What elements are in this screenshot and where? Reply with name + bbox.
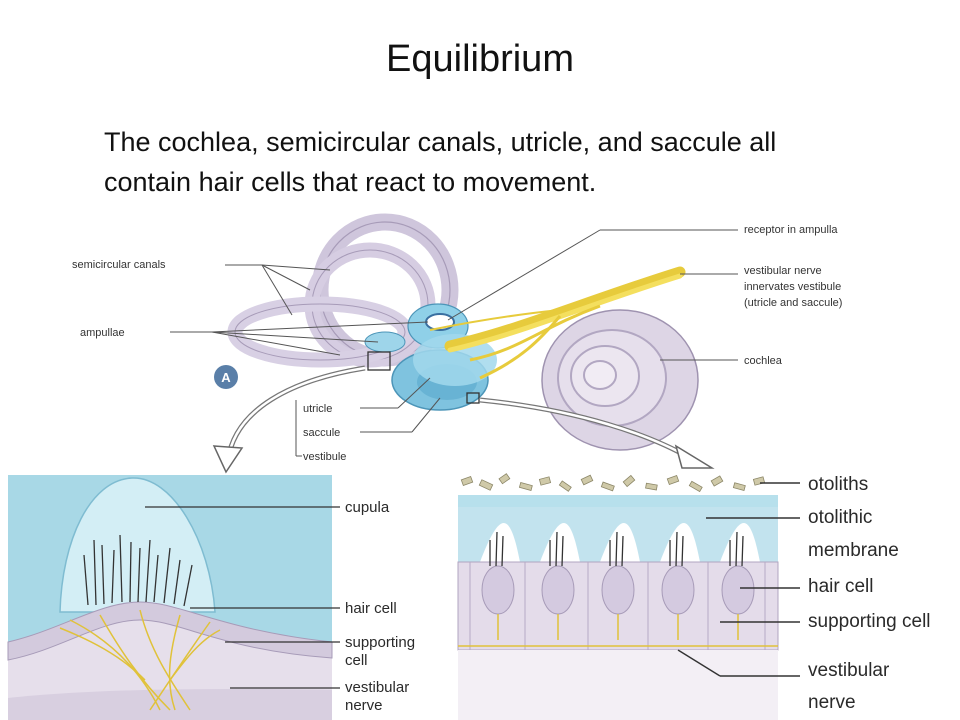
slide-body-text: The cochlea, semicircular canals, utricl…	[104, 122, 904, 202]
right-label-hair-cell: hair cell	[808, 576, 873, 597]
top-leader-lines	[170, 229, 738, 457]
label-utricle: utricle	[303, 403, 332, 415]
right-label-otoliths: otoliths	[808, 474, 868, 495]
zoom-arrows	[212, 365, 715, 474]
label-semicircular-canals: semicircular canals	[72, 259, 166, 271]
inner-ear-figure: A semicircular canals ampullae receptor …	[7, 213, 931, 720]
left-label-supporting-1: supporting	[345, 634, 415, 651]
label-vestibule: vestibule	[303, 451, 346, 463]
cupula-panel	[7, 475, 333, 720]
label-cochlea: cochlea	[744, 355, 783, 367]
label-vestibular-nerve-2: innervates vestibule	[744, 281, 841, 293]
left-label-cupula: cupula	[345, 499, 390, 516]
label-vestibular-nerve-3: (utricle and saccule)	[744, 297, 842, 309]
slide-title: Equilibrium	[386, 38, 574, 80]
label-saccule: saccule	[303, 427, 340, 439]
right-leader-lines	[677, 482, 800, 677]
left-label-vestibular-2: nerve	[345, 697, 383, 714]
right-label-otolithic-2: membrane	[808, 540, 899, 561]
left-label-hair-cell: hair cell	[345, 600, 397, 617]
right-label-vestibular-1: vestibular	[808, 660, 890, 681]
body-line-2: contain hair cells that react to movemen…	[104, 167, 597, 197]
otolith-panel	[457, 472, 779, 720]
body-line-1: The cochlea, semicircular canals, utricl…	[104, 127, 777, 157]
left-leader-lines	[145, 506, 340, 689]
label-ampullae: ampullae	[80, 327, 125, 339]
labyrinth-illustration: A	[214, 213, 699, 451]
right-label-supporting-cell: supporting cell	[808, 611, 931, 632]
label-receptor-in-ampulla: receptor in ampulla	[744, 224, 838, 236]
left-label-supporting-2: cell	[345, 652, 368, 669]
panel-letter: A	[221, 370, 231, 385]
label-vestibular-nerve-1: vestibular nerve	[744, 265, 822, 277]
right-label-vestibular-2: nerve	[808, 692, 856, 713]
right-label-otolithic-1: otolithic	[808, 507, 872, 528]
left-label-vestibular-1: vestibular	[345, 679, 409, 696]
